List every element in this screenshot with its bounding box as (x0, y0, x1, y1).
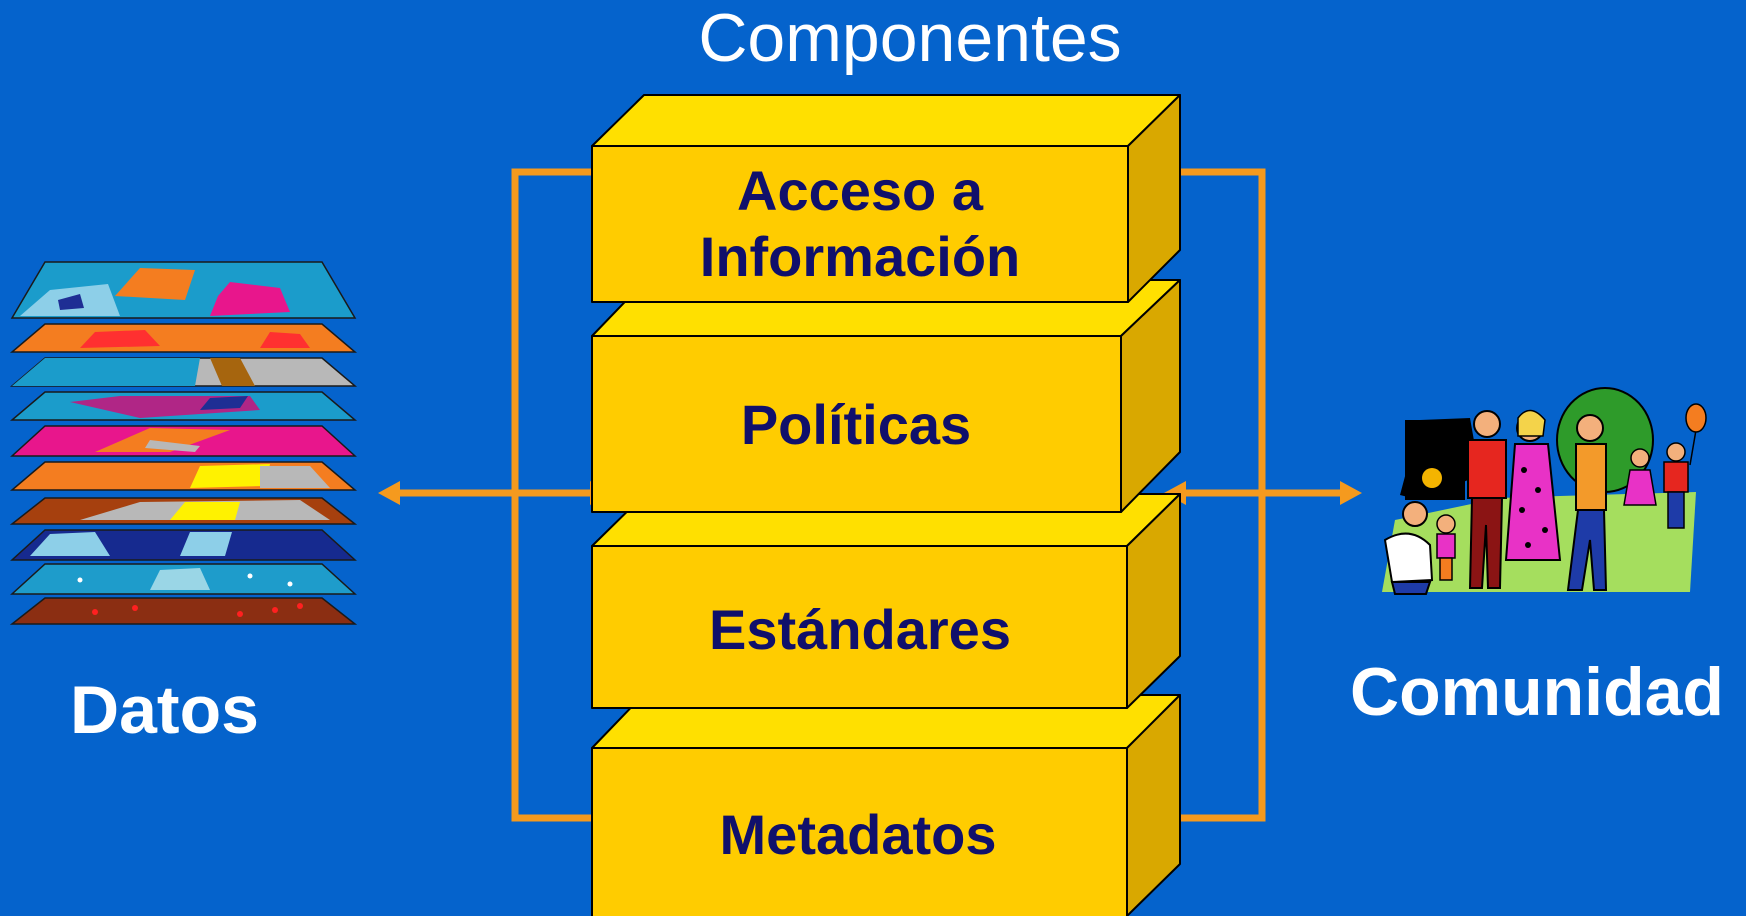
comunidad-label: Comunidad (1350, 654, 1724, 730)
community-people-icon (1382, 387, 1707, 595)
component-box-metadatos (591, 694, 1181, 916)
component-label-acceso: Acceso a Información (699, 159, 1021, 289)
component-label-politicas: Políticas (740, 393, 972, 456)
datos-label: Datos (70, 672, 259, 748)
diagram-title: Componentes (698, 0, 1122, 76)
component-box-acceso (591, 94, 1181, 303)
component-label-estandares: Estándares (709, 598, 1011, 661)
connector-lines (400, 168, 1340, 822)
map-layers-icon (9, 261, 358, 625)
component-label-metadatos: Metadatos (719, 803, 997, 866)
